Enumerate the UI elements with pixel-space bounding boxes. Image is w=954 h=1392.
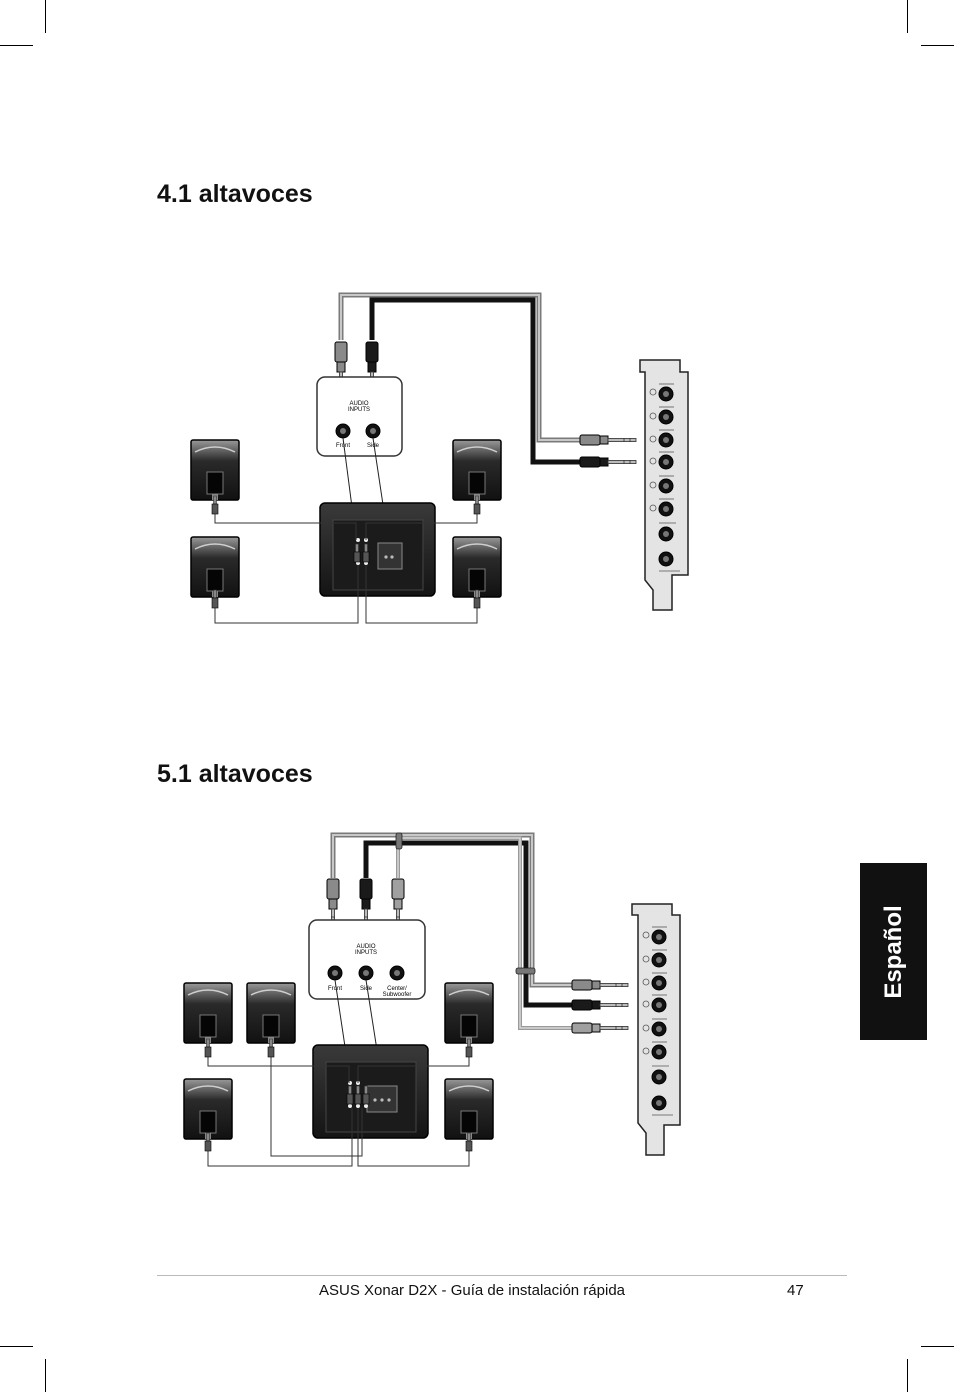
diagram-4-1: AUDIO INPUTS Front Side — [190, 292, 689, 624]
speaker-front-right — [452, 439, 502, 501]
speaker-rear-right — [444, 1078, 494, 1140]
speaker-rear-left — [183, 1078, 233, 1140]
jack-label-side: Side — [367, 443, 380, 449]
crop-mark — [0, 1346, 33, 1347]
diagram-5-1: AUDIO INPUTS Front Side Center/ Subwoofe… — [183, 832, 681, 1167]
crop-mark — [907, 1359, 908, 1392]
audio-inputs-label: INPUTS — [348, 407, 370, 413]
speaker-front-left — [190, 439, 240, 501]
page-number: 47 — [787, 1282, 804, 1299]
crop-mark — [0, 45, 33, 46]
language-label: Español — [879, 904, 907, 999]
crop-mark — [45, 1359, 46, 1392]
audio-inputs-panel — [316, 376, 403, 457]
speaker-center — [246, 982, 296, 1044]
jack-label-front: Front — [336, 443, 350, 449]
audio-inputs-label: INPUTS — [355, 950, 377, 956]
crop-mark — [921, 45, 954, 46]
footer-title: ASUS Xonar D2X - Guía de instalación ráp… — [319, 1282, 625, 1299]
section-title-4-1: 4.1 altavoces — [157, 180, 313, 208]
audio-inputs-label: AUDIO — [356, 944, 375, 950]
jack-label-front: Front — [328, 986, 342, 992]
jack-label-subwoofer: Subwoofer — [383, 992, 412, 998]
speaker-front-right — [444, 982, 494, 1044]
speaker-front-left — [183, 982, 233, 1044]
jack-label-side: Side — [360, 986, 373, 992]
footer-divider — [157, 1275, 847, 1276]
section-title-5-1: 5.1 altavoces — [157, 760, 313, 788]
speaker-rear-left — [190, 536, 240, 598]
audio-inputs-label: AUDIO — [349, 401, 368, 407]
language-tab: Español — [860, 863, 927, 1040]
crop-mark — [921, 1346, 954, 1347]
speaker-rear-right — [452, 536, 502, 598]
crop-mark — [45, 0, 46, 33]
crop-mark — [907, 0, 908, 33]
jack-label-center: Center/ — [387, 986, 407, 992]
